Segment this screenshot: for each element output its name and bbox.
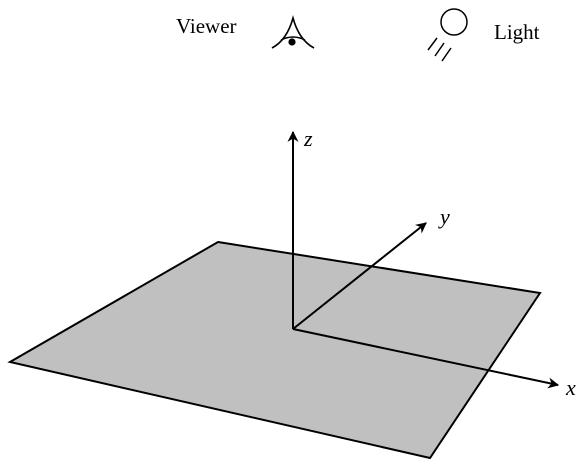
x-axis-label: x	[566, 375, 576, 400]
eye-icon	[271, 14, 315, 49]
y-axis-label: y	[440, 204, 450, 229]
light-source-icon	[427, 8, 468, 62]
ground-plane	[7, 240, 542, 460]
viewer-label: Viewer	[176, 14, 237, 38]
light-label: Light	[494, 20, 540, 44]
y-axis	[292, 222, 427, 330]
z-axis-label: z	[304, 126, 313, 151]
x-axis	[292, 328, 560, 389]
